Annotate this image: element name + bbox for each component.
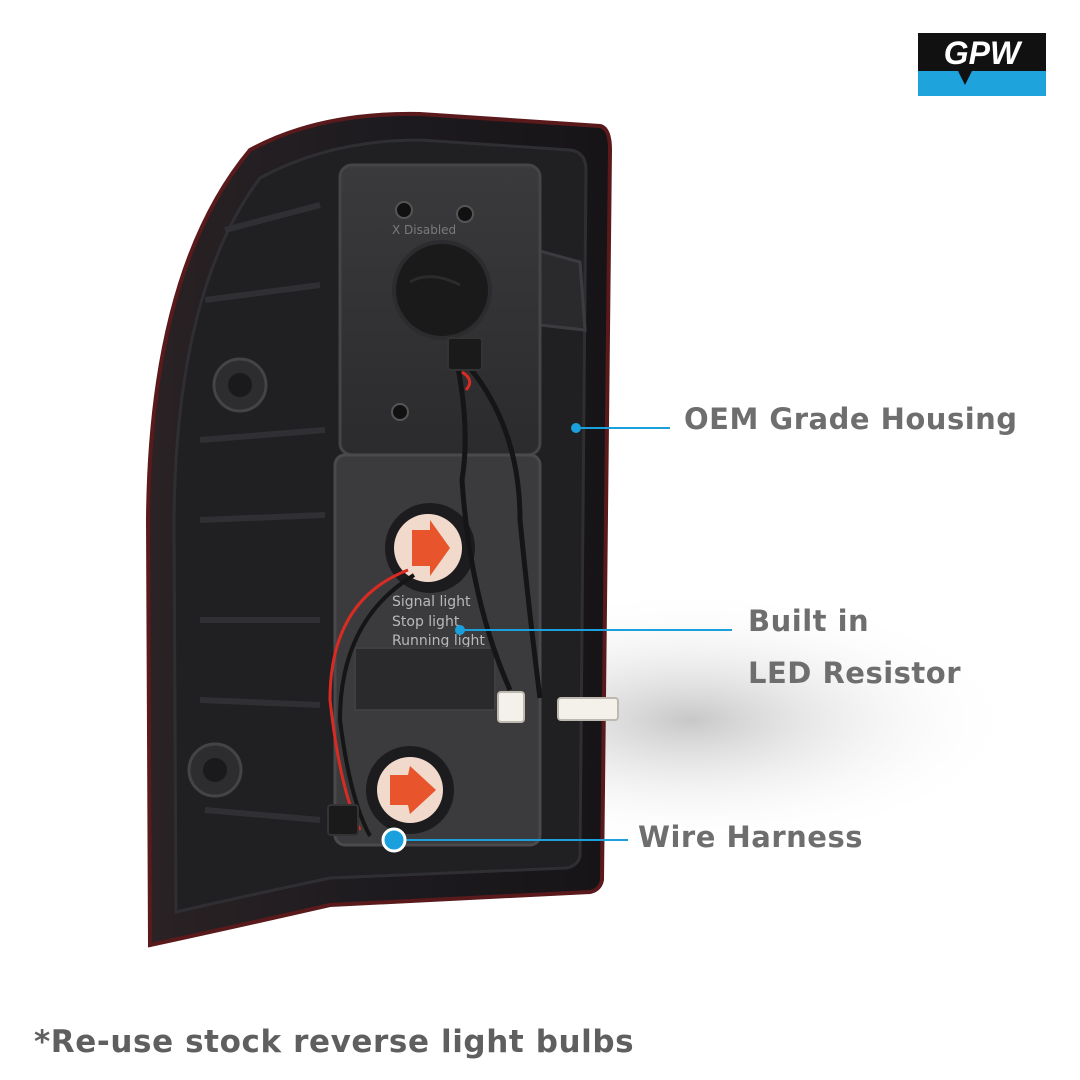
callout-harness-pointer (381, 827, 628, 853)
mounting-stud-lower (187, 742, 243, 798)
mounting-stud-upper (212, 357, 268, 413)
brand-logo: GPW (918, 33, 1046, 96)
callout-label-resistor-line2: LED Resistor (748, 656, 962, 690)
cap-marking: X Disabled (392, 223, 456, 237)
callout-resistor-pointer (455, 625, 732, 635)
wire-connectors (327, 337, 619, 836)
lower-socket-arrow (390, 766, 436, 814)
lower-bulb-socket (366, 746, 454, 834)
warning-sticker (354, 647, 496, 711)
socket-marking-1: Signal light (392, 594, 471, 610)
socket-marking-3: Running light (392, 633, 485, 649)
panel-screws (391, 201, 474, 421)
callout-label-housing: OEM Grade Housing (684, 402, 1018, 436)
upper-bulb-socket (385, 503, 475, 593)
logo-text: GPW (944, 35, 1023, 71)
socket-marking-2: Stop light (392, 614, 460, 630)
callout-label-resistor-line1: Built in (748, 604, 870, 638)
housing-side-clip (534, 248, 587, 332)
rubber-cap (392, 240, 492, 340)
footnote-text: *Re-use stock reverse light bulbs (34, 1024, 635, 1060)
wire-harness-cables (328, 366, 543, 837)
callout-label-harness: Wire Harness (638, 820, 863, 854)
left-ribs (199, 202, 326, 823)
socket-markings: Signal light Stop light Running light (392, 594, 485, 649)
callout-housing-pointer (571, 423, 670, 433)
upper-socket-arrow (412, 520, 450, 576)
